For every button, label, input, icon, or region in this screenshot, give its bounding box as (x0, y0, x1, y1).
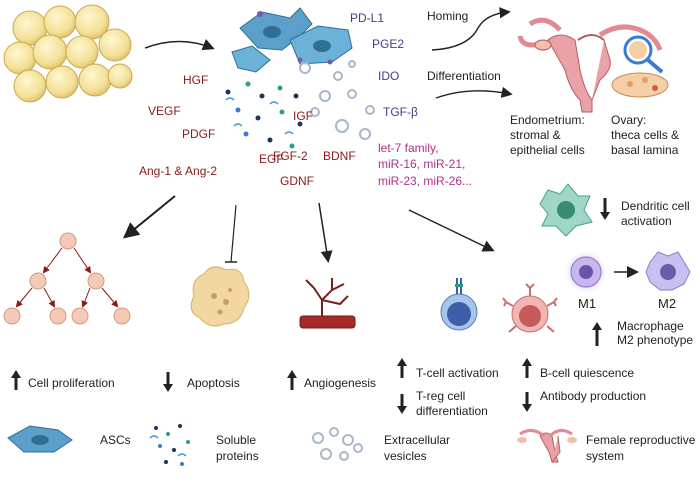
macrophage-up-arrow (592, 322, 602, 330)
legend-vesicles-icon (312, 427, 363, 461)
ovary-line-2: theca cells & (611, 128, 679, 142)
proliferation-label: Cell proliferation (28, 376, 115, 390)
treg-line-1: T-reg cell (416, 389, 465, 403)
ovary-icon (611, 35, 669, 98)
legend-vesicles-line-1: Extracellular (384, 433, 450, 447)
treg-down-arrow (397, 406, 407, 414)
factor-ido: IDO (378, 69, 399, 83)
factor-gdnf: GDNF (280, 174, 314, 188)
bcell-label: B-cell quiescence (540, 366, 634, 380)
b-cell-icon (502, 283, 558, 333)
dendritic-cell-icon (539, 183, 593, 237)
endometrium-line-2: stromal & (510, 128, 561, 142)
m2-macrophage-icon (645, 251, 691, 291)
mirna-line-1: let-7 family, (378, 141, 438, 155)
factor-hgf: HGF (183, 73, 208, 87)
legend-ascs-label: ASCs (100, 433, 131, 447)
angiogenesis-label: Angiogenesis (304, 376, 376, 390)
antibody-down-arrow (522, 404, 532, 412)
uterus-icon (517, 17, 663, 113)
legend-soluble-line-2: proteins (216, 449, 259, 463)
arrow-to-angiogenesis (318, 202, 333, 263)
ascs-cluster-icon (231, 7, 353, 73)
apoptotic-cell-icon (190, 266, 250, 327)
macrophage-line-2: M2 phenotype (617, 333, 693, 347)
factor-vegf: VEGF (148, 104, 181, 118)
legend-soluble-proteins-icon (149, 424, 190, 466)
tcell-label: T-cell activation (416, 366, 499, 380)
proliferation-tree-icon (3, 232, 131, 325)
soluble-proteins-icon (225, 81, 303, 149)
differentiation-arrow (435, 86, 513, 99)
arrow-to-proliferation (122, 195, 176, 239)
endometrium-line-1: Endometrium: (510, 113, 585, 127)
inhibit-to-apoptosis (230, 204, 237, 263)
vesicles-icon (299, 60, 375, 140)
treg-line-2: differentiation (416, 404, 488, 418)
endometrium-line-3: epithelial cells (510, 143, 585, 157)
factor-tgfb: TGF-β (383, 105, 418, 119)
factor-igf: IGF (293, 109, 313, 123)
m1-label: M1 (578, 296, 596, 311)
m2-label: M2 (658, 296, 676, 311)
macrophage-line-1: Macrophage (617, 319, 684, 333)
apoptosis-label: Apoptosis (187, 376, 240, 390)
factor-pge2: PGE2 (372, 37, 404, 51)
legend-repro-line-2: system (586, 449, 624, 463)
arrow-to-immune (408, 209, 495, 252)
ovary-line-3: basal lamina (611, 143, 679, 157)
adipose-tissue-icon (3, 4, 133, 103)
differentiation-label: Differentiation (427, 69, 501, 83)
antibody-label: Antibody production (540, 389, 646, 403)
factor-pdl1: PD-L1 (350, 11, 384, 25)
ovary-line-1: Ovary: (611, 113, 646, 127)
homing-label: Homing (427, 9, 468, 23)
dendritic-line-1: Dendritic cell (621, 199, 690, 213)
factor-bdnf: BDNF (323, 149, 356, 163)
angiogenesis-up-arrow (287, 370, 297, 378)
tcell-up-arrow (397, 358, 407, 366)
mirna-line-2: miR-16, miR-21, (378, 157, 465, 171)
factor-pdgf: PDGF (182, 127, 215, 141)
blood-vessel-icon (299, 278, 356, 329)
factor-fgf2: FGF-2 (273, 149, 308, 163)
homing-arrow (431, 7, 511, 51)
factor-egf: EGF (259, 152, 284, 166)
dendritic-line-2: activation (621, 214, 672, 228)
mirna-line-3: miR-23, miR-26... (378, 174, 472, 188)
bcell-up-arrow (522, 358, 532, 366)
proliferation-up-arrow (11, 370, 21, 378)
legend-soluble-line-1: Soluble (216, 433, 256, 447)
arrow-adipose-to-ascs (144, 39, 215, 51)
legend-repro-line-1: Female reproductive (586, 433, 696, 447)
factor-ang: Ang-1 & Ang-2 (139, 164, 217, 178)
legend-vesicles-line-2: vesicles (384, 449, 427, 463)
legend-ascs-icon (7, 425, 73, 453)
legend-reproductive-icon (517, 429, 577, 463)
t-cell-icon (440, 278, 478, 331)
apoptosis-down-arrow (163, 384, 173, 392)
